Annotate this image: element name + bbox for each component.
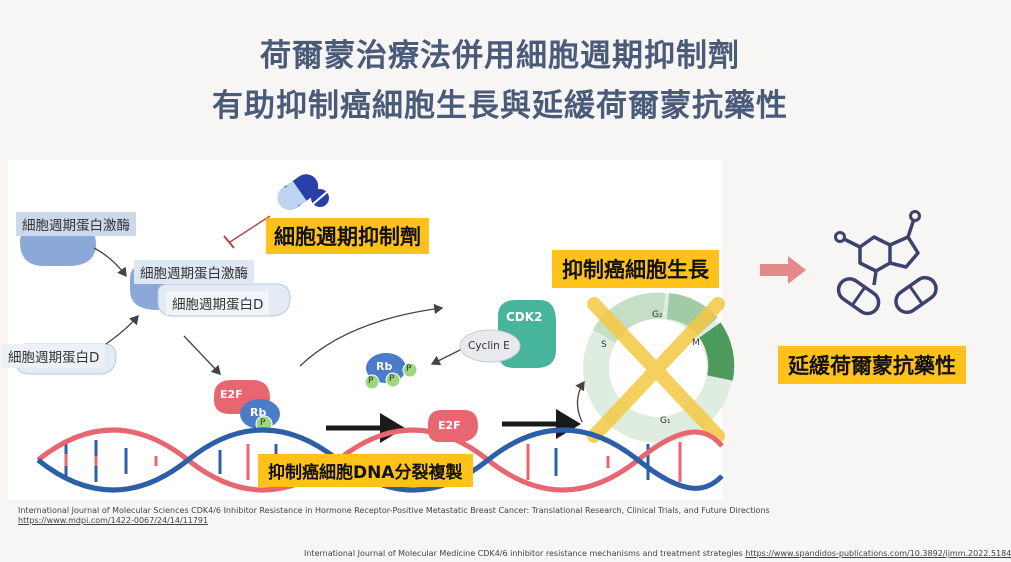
dna-inhibition-highlight-label: 抑制癌細胞DNA分裂複製 — [258, 454, 473, 487]
phase-g2-label: G₂ — [652, 310, 663, 320]
citation-1-text: International Journal of Molecular Scien… — [18, 506, 770, 515]
cdk2-text: CDK2 — [506, 310, 543, 324]
citation-1-link[interactable]: https://www.mdpi.com/1422-0067/24/14/117… — [18, 516, 209, 525]
binding-arrow-top — [93, 247, 127, 278]
rb-bound-text: Rb — [250, 406, 267, 419]
result-arrow — [760, 256, 806, 284]
kinase-label-left: 細胞週期蛋白激酶 — [16, 212, 136, 236]
inhibition-line — [229, 215, 271, 243]
rb-free-text: Rb — [376, 360, 393, 373]
phosphorylation-arrow — [183, 335, 221, 375]
cycle-entry-arrow — [575, 380, 585, 423]
cyclin-d-complex-label: 細胞週期蛋白D — [166, 291, 270, 315]
cdk2-cyclin-e-complex — [459, 300, 556, 368]
inhibition-bar — [223, 235, 235, 249]
rb-phosphorylated — [364, 353, 418, 390]
delay-resistance-highlight-label: 延緩荷爾蒙抗藥性 — [778, 346, 966, 384]
e2f-bound-text: E2F — [220, 388, 243, 401]
p-bound-text: P — [260, 418, 266, 428]
e2f-rb-complex — [214, 380, 280, 433]
cdk2-arrow — [430, 347, 465, 366]
kinase-protein-left — [20, 226, 96, 266]
cyclin-d-label-left: 細胞週期蛋白D — [2, 344, 106, 368]
inhibitor-highlight-label: 細胞週期抑制劑 — [266, 218, 429, 254]
citation-2-link[interactable]: https://www.spandidos-publications.com/1… — [745, 549, 1011, 558]
inhibit-growth-highlight-label: 抑制癌細胞生長 — [552, 250, 719, 288]
slide-title-line-1: 荷爾蒙治療法併用細胞週期抑制劑 — [260, 38, 740, 74]
release-arrow-curved — [299, 303, 444, 367]
slide-title-line-2: 有助抑制癌細胞生長與延緩荷爾蒙抗藥性 — [212, 88, 788, 124]
pill-icon — [277, 174, 329, 210]
p-free-text-1: P — [368, 376, 374, 386]
citation-2-text: International Journal of Molecular Medic… — [304, 549, 746, 558]
cross-mark-icon — [587, 297, 725, 443]
p-free-text-2: P — [389, 374, 395, 384]
kinase-complex-label: 細胞週期蛋白激酶 — [134, 260, 254, 284]
phase-g1-label: G₁ — [660, 416, 671, 426]
diagram-panel: 細胞週期蛋白激酶 細胞週期蛋白激酶 細胞週期蛋白D 細胞週期蛋白D 細胞週期抑制… — [2, 160, 735, 500]
phase-m-label: M — [692, 338, 700, 348]
binding-arrow-bottom — [105, 315, 139, 345]
phase-s-label: S — [601, 340, 607, 350]
citation-2: International Journal of Molecular Medic… — [304, 549, 1011, 558]
cyclin-e-text: Cyclin E — [468, 340, 510, 352]
dna-helix — [36, 427, 724, 493]
p-free-text-3: P — [406, 364, 412, 374]
molecule-pills-icon — [834, 210, 938, 316]
diagram-graphics — [15, 174, 735, 493]
e2f-free-text: E2F — [438, 419, 461, 432]
